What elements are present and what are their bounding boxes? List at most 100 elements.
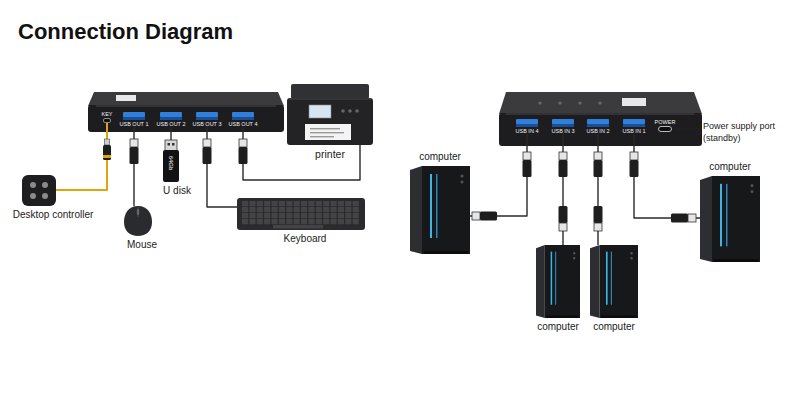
port-label: USB OUT 1 bbox=[120, 121, 149, 127]
cable-connector bbox=[207, 127, 237, 207]
keyboard-key bbox=[257, 201, 263, 206]
usb-plug-tip bbox=[203, 139, 211, 147]
usb-port bbox=[232, 112, 254, 120]
keyboard-key bbox=[338, 219, 344, 224]
device-label: computer bbox=[593, 321, 635, 333]
keyboard-key bbox=[323, 213, 329, 218]
printer-screen bbox=[309, 105, 331, 118]
usb-plug-tip bbox=[130, 139, 138, 147]
controller-button bbox=[30, 193, 36, 199]
port-label: KEY bbox=[101, 111, 112, 117]
keyboard-picture bbox=[237, 198, 365, 230]
port-label: POWER bbox=[655, 119, 676, 125]
keyboard-key bbox=[294, 207, 300, 212]
port-label: USB IN 3 bbox=[552, 128, 575, 134]
hub-top bbox=[88, 92, 284, 106]
keyboard-key bbox=[279, 201, 285, 206]
tower-foot bbox=[424, 251, 468, 254]
keyboard-key bbox=[279, 219, 285, 224]
tower-button bbox=[461, 181, 464, 184]
usb-plug-body bbox=[671, 214, 688, 223]
capacity-label: 64Gb bbox=[168, 156, 174, 171]
usb-plug-tip bbox=[594, 152, 602, 160]
device-node: Desktop controller bbox=[22, 175, 56, 206]
keyboard-key bbox=[272, 201, 278, 206]
mouse-split bbox=[138, 207, 139, 217]
diagram-title: Connection Diagram bbox=[18, 19, 233, 45]
tower-foot bbox=[546, 316, 578, 318]
tower-button bbox=[630, 257, 632, 259]
keyboard-key bbox=[272, 219, 278, 224]
keyboard-key bbox=[286, 201, 292, 206]
usb-port-node: USB IN 2 bbox=[587, 119, 610, 134]
controller-body bbox=[22, 175, 56, 206]
keyboard-key bbox=[353, 213, 359, 218]
keyboard-key bbox=[345, 219, 351, 224]
tower-led bbox=[606, 252, 608, 305]
keyboard-key bbox=[249, 201, 255, 206]
brand-tag bbox=[116, 95, 136, 101]
keyboard-key bbox=[286, 219, 292, 224]
keyboard-key bbox=[249, 213, 255, 218]
keyboard-key bbox=[353, 219, 359, 224]
tower-led bbox=[436, 174, 438, 238]
keyboard-key bbox=[294, 219, 300, 224]
usb-plug-body bbox=[594, 206, 603, 223]
tower-foot bbox=[601, 316, 636, 318]
paper-line bbox=[310, 136, 334, 137]
usb-plug-body bbox=[130, 147, 139, 164]
keyboard-key bbox=[272, 207, 278, 212]
usb-port-node: USB OUT 4 bbox=[229, 112, 258, 127]
tower-side bbox=[590, 245, 600, 318]
usb-plug-body bbox=[523, 160, 532, 177]
usb-plug-body bbox=[630, 160, 639, 177]
port-label: USB OUT 4 bbox=[229, 121, 258, 127]
usb-plug-body bbox=[594, 160, 603, 177]
keyboard-key bbox=[294, 213, 300, 218]
leader-line bbox=[675, 129, 700, 130]
tower-button bbox=[751, 184, 754, 187]
printer-button bbox=[341, 109, 345, 113]
keyboard-key bbox=[279, 213, 285, 218]
usb-port-node: USB OUT 2 bbox=[157, 112, 186, 127]
device-label: Mouse bbox=[127, 239, 157, 251]
device-node: computer bbox=[536, 245, 580, 318]
usb-port bbox=[516, 119, 538, 127]
device-node: Keyboard bbox=[237, 198, 365, 230]
tower-side bbox=[410, 166, 422, 254]
key-port-node: KEY bbox=[101, 111, 112, 123]
usb-c-plug-ring bbox=[103, 155, 111, 158]
printer-paper bbox=[305, 124, 351, 140]
keyboard-key bbox=[353, 201, 359, 206]
keyboard-key bbox=[257, 207, 263, 212]
usb-plug-body bbox=[559, 206, 568, 223]
usb-plug-tip bbox=[594, 223, 602, 231]
hub-top bbox=[499, 92, 702, 114]
tower-picture bbox=[410, 166, 470, 254]
keyboard-key bbox=[308, 207, 314, 212]
keyboard-key bbox=[316, 219, 322, 224]
printer-edge bbox=[289, 99, 371, 100]
keyboard-key bbox=[279, 207, 285, 212]
device-node: computer bbox=[590, 245, 638, 318]
usb-port-node: USB IN 3 bbox=[552, 119, 575, 134]
usb-plug-tip bbox=[559, 152, 567, 160]
keyboard-key bbox=[301, 207, 307, 212]
tower-button bbox=[630, 252, 632, 254]
hub-edge bbox=[506, 114, 694, 115]
port-label: USB IN 4 bbox=[516, 128, 539, 134]
usb-plug-tip bbox=[523, 152, 531, 160]
keyboard-key bbox=[331, 219, 337, 224]
keyboard-key bbox=[316, 201, 322, 206]
usb-c-plug-tip bbox=[105, 139, 110, 145]
tower-led bbox=[430, 174, 432, 238]
keyboard-key bbox=[331, 213, 337, 218]
port-label: USB IN 2 bbox=[587, 128, 610, 134]
usb-port-node: USB IN 1 bbox=[623, 119, 646, 134]
controller-button bbox=[42, 182, 48, 188]
usb-port bbox=[587, 119, 609, 127]
usb-plug-body bbox=[559, 160, 568, 177]
usb-plug-tip bbox=[472, 212, 480, 220]
